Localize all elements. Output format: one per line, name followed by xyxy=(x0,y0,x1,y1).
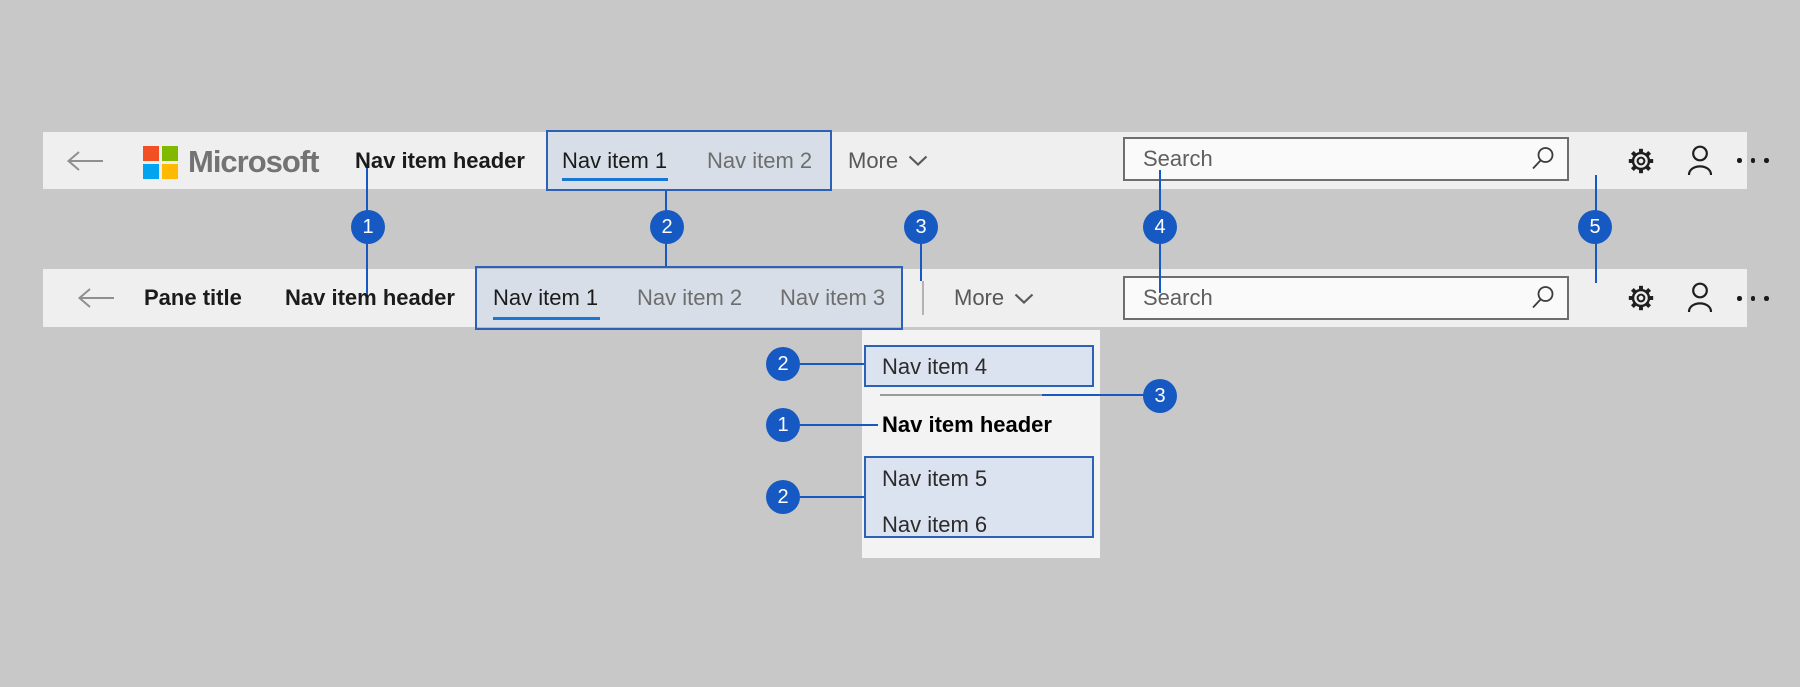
logo-square-red xyxy=(143,145,159,161)
dropdown-nav-item-4[interactable]: Nav item 4 xyxy=(882,354,988,379)
callout-badge-1: 1 xyxy=(351,210,385,244)
callout-badge-2: 2 xyxy=(650,210,684,244)
logo-square-blue xyxy=(143,163,159,179)
microsoft-logo-icon xyxy=(143,145,178,179)
gear-icon xyxy=(1628,148,1654,174)
nav-item-2-pane[interactable]: Nav item 2 xyxy=(637,285,743,310)
callout-badge-3: 3 xyxy=(904,210,938,244)
annotation-box-nav-item-4 xyxy=(864,345,1094,387)
primary-nav-bar: Microsoft Nav item header Nav item 1 Nav… xyxy=(43,130,1769,191)
annotation-box-nav-items-5-6 xyxy=(864,456,1094,538)
callout-badge-3-divider: 3 xyxy=(1143,379,1177,413)
pane-nav-bar: Pane title Nav item header Nav item 1 Na… xyxy=(43,266,1769,330)
callout-badge-2-item4: 2 xyxy=(766,347,800,381)
more-menu-button[interactable]: More xyxy=(848,132,928,189)
more-menu-button-pane[interactable]: More xyxy=(954,269,1034,327)
nav-item-header-pane[interactable]: Nav item header xyxy=(285,285,455,310)
dropdown-nav-item-6[interactable]: Nav item 6 xyxy=(882,512,988,537)
callout-badge-5: 5 xyxy=(1578,210,1612,244)
microsoft-logo[interactable]: Microsoft xyxy=(143,144,319,180)
logo-square-yellow xyxy=(162,163,178,179)
pane-title: Pane title xyxy=(144,285,242,310)
ellipsis-icon xyxy=(1737,158,1742,163)
ellipsis-icon xyxy=(1737,296,1742,301)
dropdown-nav-item-header: Nav item header xyxy=(882,412,1052,437)
microsoft-wordmark: Microsoft xyxy=(188,144,319,179)
active-nav-underline xyxy=(562,178,668,181)
nav-item-3-pane[interactable]: Nav item 3 xyxy=(780,285,886,310)
nav-item-1-pane[interactable]: Nav item 1 xyxy=(493,285,599,310)
more-dropdown-flyout: Nav item 4 Nav item header Nav item 5 Na… xyxy=(862,330,1100,558)
nav-item-2[interactable]: Nav item 2 xyxy=(707,148,813,173)
nav-more-divider xyxy=(922,281,924,315)
chevron-down-icon xyxy=(908,155,928,166)
settings-button[interactable] xyxy=(1626,146,1656,181)
dropdown-divider xyxy=(880,394,1042,396)
chevron-down-icon xyxy=(1014,293,1034,304)
person-icon xyxy=(1687,145,1713,176)
more-options-button-pane[interactable] xyxy=(1737,296,1769,301)
back-button[interactable] xyxy=(64,150,104,177)
search-box-pane[interactable] xyxy=(1123,276,1569,320)
logo-square-green xyxy=(162,145,178,161)
callout-badge-1-header: 1 xyxy=(766,408,800,442)
search-icon[interactable] xyxy=(1529,146,1555,172)
back-button-pane[interactable] xyxy=(75,287,115,314)
back-arrow-icon xyxy=(77,288,114,308)
callout-badge-4: 4 xyxy=(1143,210,1177,244)
search-input-pane[interactable] xyxy=(1125,285,1529,311)
callout-line-divider xyxy=(1042,394,1144,396)
settings-button-pane[interactable] xyxy=(1626,283,1656,318)
search-icon[interactable] xyxy=(1529,285,1555,311)
person-icon xyxy=(1687,282,1713,313)
nav-item-header[interactable]: Nav item header xyxy=(355,148,525,173)
callout-line-header xyxy=(800,424,878,426)
gear-icon xyxy=(1628,285,1654,311)
callout-badge-2-items56: 2 xyxy=(766,480,800,514)
callout-line-item4 xyxy=(800,363,864,365)
active-nav-underline-pane xyxy=(493,317,600,320)
search-box[interactable] xyxy=(1123,137,1569,181)
more-options-button[interactable] xyxy=(1737,158,1769,163)
nav-item-1[interactable]: Nav item 1 xyxy=(562,148,668,173)
search-input[interactable] xyxy=(1125,146,1529,172)
more-label: More xyxy=(848,147,899,173)
account-button[interactable] xyxy=(1686,145,1714,182)
dropdown-nav-item-5[interactable]: Nav item 5 xyxy=(882,466,988,491)
callout-line-items56 xyxy=(800,496,864,498)
callout-line-3 xyxy=(920,244,922,281)
more-label-pane: More xyxy=(954,285,1005,310)
back-arrow-icon xyxy=(66,151,103,171)
account-button-pane[interactable] xyxy=(1686,282,1714,319)
